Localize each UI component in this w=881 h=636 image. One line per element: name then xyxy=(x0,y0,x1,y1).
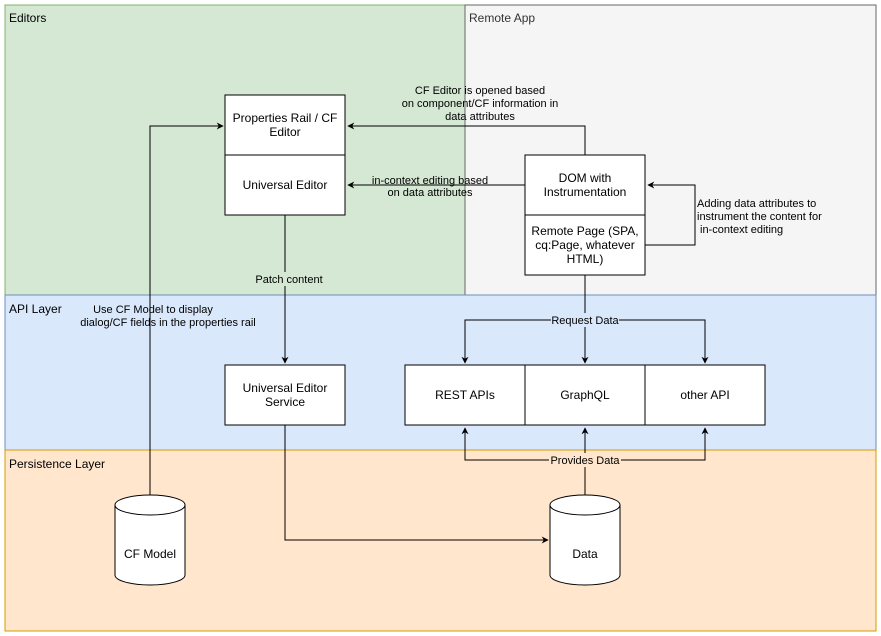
other-api-box xyxy=(644,364,766,426)
editors-lane-title: Editors xyxy=(9,11,46,25)
graphql-label: GraphQL xyxy=(560,388,610,402)
request-data-note: Request Data xyxy=(551,315,619,327)
cf-model-cylinder xyxy=(114,494,186,586)
data-cylinder xyxy=(549,494,621,586)
rest-apis-box xyxy=(404,364,526,426)
patch-content-note: Patch content xyxy=(255,274,322,286)
edge-provides-rest xyxy=(461,427,585,461)
universal-editor-label: Universal Editor xyxy=(243,178,328,192)
universal-editor-box xyxy=(224,154,346,216)
remote-app-lane-title: Remote App xyxy=(469,11,535,25)
edge-cf-model-to-properties-rail xyxy=(149,122,224,497)
persistence-layer-lane-title: Persistence Layer xyxy=(9,457,105,471)
remote-page-box xyxy=(524,214,646,276)
edge-remote-page-to-dom xyxy=(645,181,696,246)
edge-request-data-other xyxy=(585,319,709,364)
patch-content-label-bg xyxy=(255,272,323,286)
provides-data-label-bg xyxy=(549,453,621,467)
data-label: Data xyxy=(572,547,598,561)
dom-instrumentation-box xyxy=(524,154,646,216)
ue-service-box xyxy=(224,364,346,426)
edge-dom-to-properties-rail xyxy=(347,122,586,155)
cf-model-cylinder-top xyxy=(114,504,186,516)
provides-data-note: Provides Data xyxy=(550,455,620,467)
cf-model-label: CF Model xyxy=(124,547,176,561)
data-cylinder-top xyxy=(549,504,621,516)
api-layer-lane-title: API Layer xyxy=(9,302,62,316)
rest-apis-label: REST APIs xyxy=(435,388,495,402)
other-api-label: other API xyxy=(680,388,729,402)
edge-service-to-data xyxy=(284,425,549,544)
graphql-box xyxy=(524,364,646,426)
edge-provides-other xyxy=(585,427,709,461)
edge-request-data-rest xyxy=(461,319,585,364)
request-data-label-bg xyxy=(551,313,619,327)
